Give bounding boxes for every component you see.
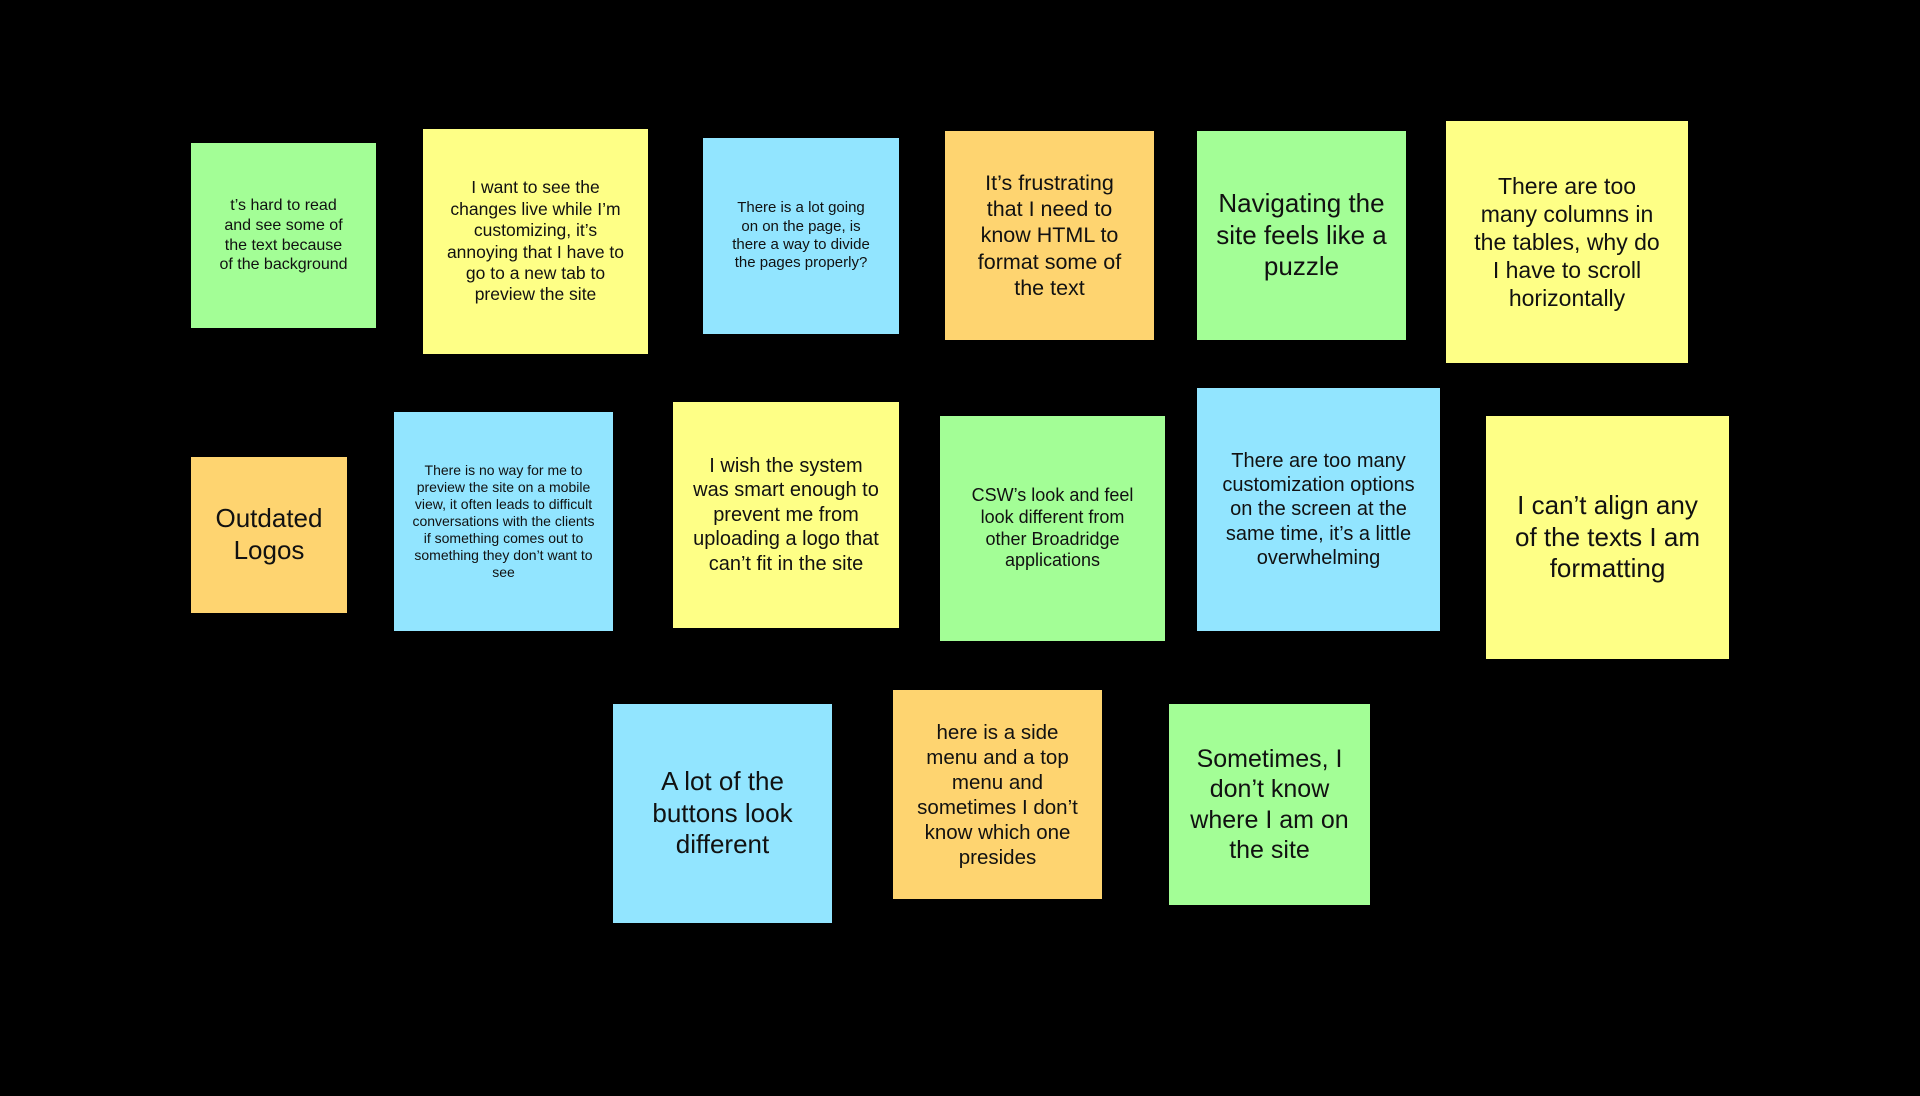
- sticky-note-text: There are too many customization options…: [1222, 449, 1415, 570]
- sticky-note[interactable]: Outdated Logos: [191, 457, 347, 613]
- sticky-note[interactable]: It’s frustrating that I need to know HTM…: [945, 131, 1154, 340]
- sticky-note[interactable]: A lot of the buttons look different: [613, 704, 832, 923]
- sticky-note[interactable]: There is no way for me to preview the si…: [394, 412, 613, 631]
- sticky-note[interactable]: t’s hard to read and see some of the tex…: [191, 143, 376, 328]
- sticky-note-text: There is no way for me to preview the si…: [412, 461, 595, 581]
- sticky-note[interactable]: I want to see the changes live while I’m…: [423, 129, 648, 354]
- sticky-note-text: CSW’s look and feel look different from …: [971, 484, 1134, 571]
- sticky-note-text: Outdated Logos: [215, 503, 323, 565]
- sticky-note-text: I can’t align any of the texts I am form…: [1515, 489, 1700, 584]
- sticky-note-text: Sometimes, I don’t know where I am on th…: [1190, 744, 1349, 865]
- sticky-note[interactable]: I can’t align any of the texts I am form…: [1486, 416, 1729, 659]
- sticky-note-text: t’s hard to read and see some of the tex…: [219, 197, 348, 274]
- sticky-note[interactable]: There are too many columns in the tables…: [1446, 121, 1688, 363]
- sticky-note-text: here is a side menu and a top menu and s…: [917, 720, 1078, 869]
- sticky-note[interactable]: CSW’s look and feel look different from …: [940, 416, 1165, 641]
- sticky-note-text: It’s frustrating that I need to know HTM…: [977, 170, 1122, 300]
- sticky-note[interactable]: There is a lot going on on the page, is …: [703, 138, 899, 334]
- sticky-note-text: A lot of the buttons look different: [652, 765, 793, 860]
- sticky-note[interactable]: There are too many customization options…: [1197, 388, 1440, 631]
- sticky-note[interactable]: here is a side menu and a top menu and s…: [893, 690, 1102, 899]
- sticky-note-text: I want to see the changes live while I’m…: [446, 177, 625, 305]
- sticky-note-text: I wish the system was smart enough to pr…: [693, 455, 879, 575]
- sticky-note[interactable]: I wish the system was smart enough to pr…: [673, 402, 899, 628]
- sticky-note[interactable]: Sometimes, I don’t know where I am on th…: [1169, 704, 1370, 905]
- sticky-note-text: There are too many columns in the tables…: [1474, 172, 1660, 312]
- sticky-note-text: There is a lot going on on the page, is …: [732, 199, 870, 272]
- sticky-note-text: Navigating the site feels like a puzzle: [1216, 187, 1387, 282]
- sticky-note[interactable]: Navigating the site feels like a puzzle: [1197, 131, 1406, 340]
